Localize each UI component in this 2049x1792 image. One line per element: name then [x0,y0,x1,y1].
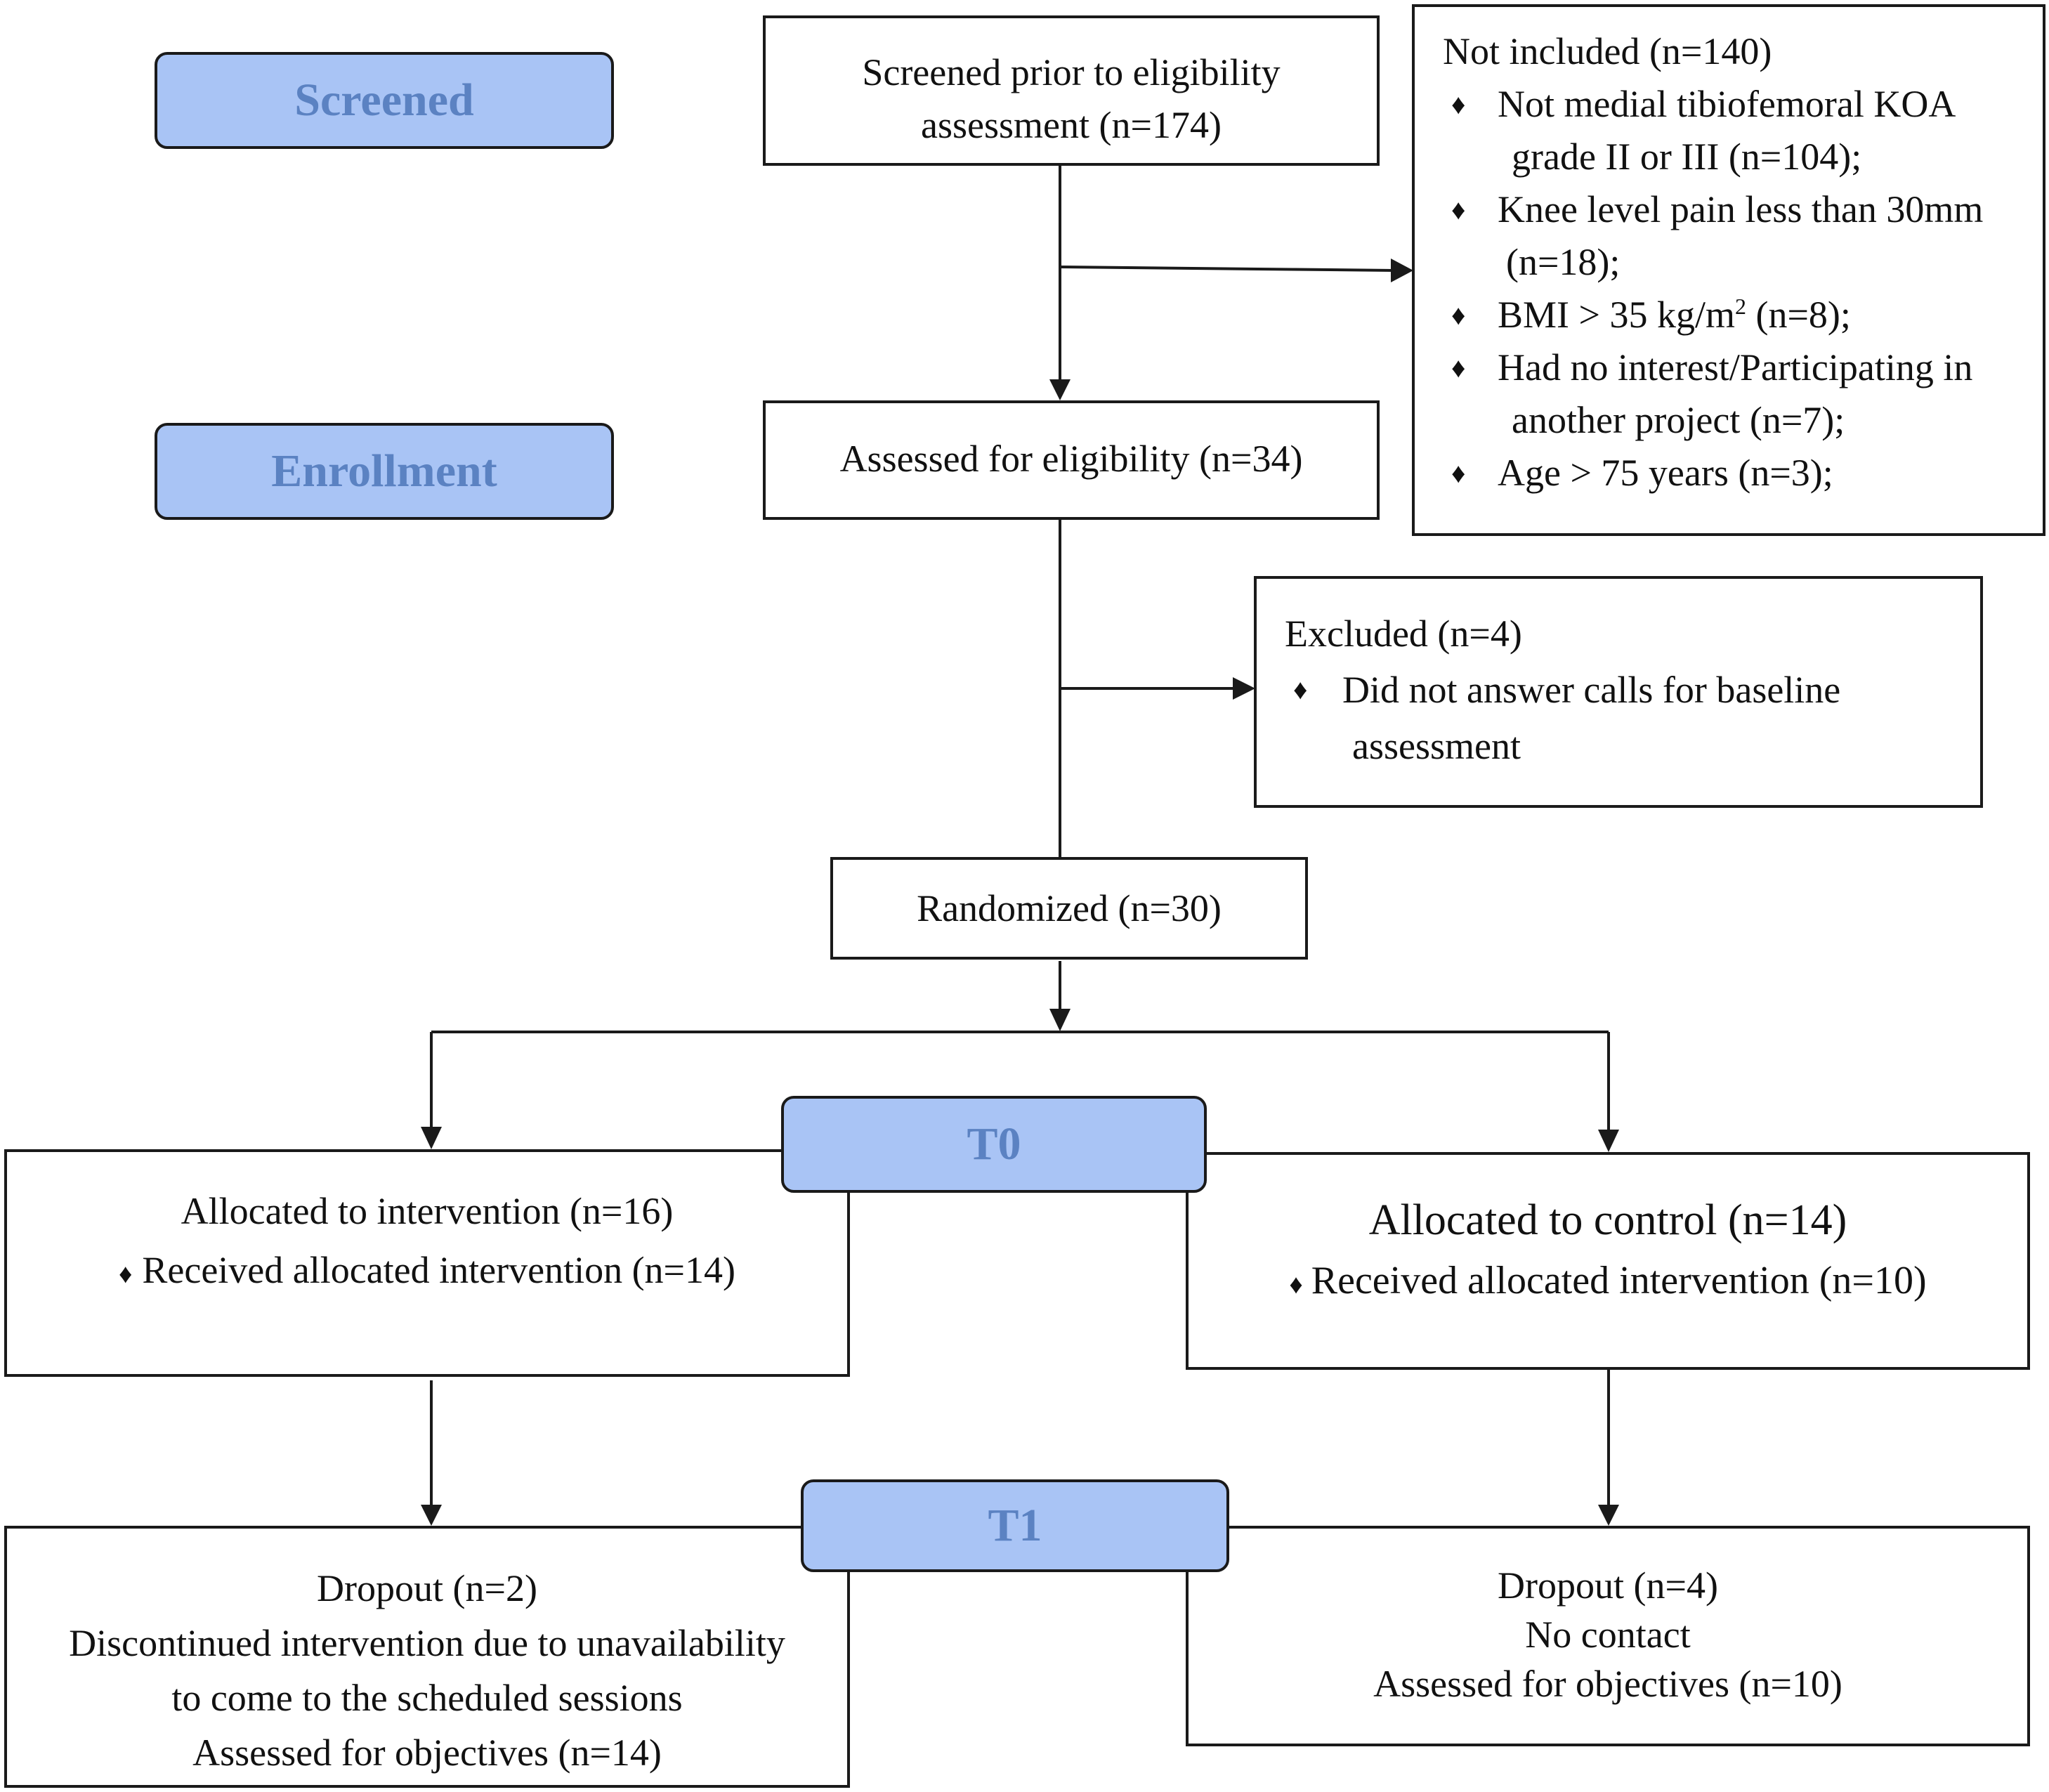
not-included-item: ♦ Knee level pain less than 30mm [1443,183,2022,236]
diamond-bullet-icon: ♦ [1451,194,1466,225]
not-included-item-line: BMI > 35 kg/m2 (n=8); [1498,289,2022,341]
excluded-item-line: assessment [1352,725,1521,767]
intervention-box: Allocated to intervention (n=16) ♦ Receiv… [4,1149,850,1377]
excluded-box: Excluded (n=4) ♦ Did not answer calls fo… [1254,576,1983,808]
diamond-bullet-icon: ♦ [1289,1270,1303,1300]
stage-label-t0: T0 [781,1096,1207,1193]
intervention-item-text: Received allocated intervention (n=14) [142,1249,735,1291]
not-included-box: Not included (n=140) ♦ Not medial tibiof… [1412,4,2045,536]
dropout-left-line3: to come to the scheduled sessions [171,1677,683,1719]
bmi-superscript: 2 [1734,294,1746,319]
dropout-left-box: Dropout (n=2) Discontinued intervention … [4,1526,850,1788]
not-included-item-line: Age > 75 years (n=3); [1498,452,1833,494]
dropout-left-line1: Dropout (n=2) [317,1567,537,1609]
not-included-item-line: Not medial tibiofemoral KOA [1498,83,1956,125]
not-included-item: ♦ Had no interest/Participating in [1443,341,2022,394]
diamond-bullet-icon: ♦ [1451,352,1466,384]
stage-label-enrollment: Enrollment [155,423,614,520]
arrowhead-assessed [1049,379,1071,400]
stage-label-screened: Screened [155,52,614,149]
control-box: Allocated to control (n=14) ♦ Received al… [1186,1152,2030,1370]
connector-not-included [1059,266,1395,272]
not-included-item: ♦ BMI > 35 kg/m2 (n=8); [1443,289,2022,341]
arrowhead-intervention [421,1127,442,1149]
dropout-right-box: Dropout (n=4) No contact Assessed for ob… [1186,1526,2030,1746]
not-included-item: ♦ Not medial tibiofemoral KOA [1443,78,2022,131]
dropout-right-line3: Assessed for objectives (n=10) [1373,1663,1842,1705]
not-included-item-line: Had no interest/Participating in [1498,346,1973,388]
not-included-item-line: grade II or III (n=104); [1512,136,1862,178]
screened-box: Screened prior to eligibility assessment… [763,15,1380,166]
arrowhead-control [1598,1130,1619,1152]
arrowhead-excluded [1233,677,1255,700]
control-title: Allocated to control (n=14) [1368,1196,1847,1244]
not-included-item-line: (n=18); [1506,241,1621,283]
arrowhead-dropout-right [1598,1505,1619,1526]
assessed-box: Assessed for eligibility (n=34) [763,400,1380,520]
diamond-bullet-icon: ♦ [1293,674,1308,705]
excluded-title: Excluded (n=4) [1285,613,1522,655]
dropout-right-line1: Dropout (n=4) [1498,1564,1718,1607]
screened-box-line1: Screened prior to eligibility [862,51,1281,93]
control-item-text: Received allocated intervention (n=10) [1311,1259,1927,1302]
not-included-title: Not included (n=140) [1443,30,1772,72]
bmi-count: (n=8); [1746,294,1851,336]
bmi-text: BMI > 35 kg/m [1498,294,1735,336]
diamond-bullet-icon: ♦ [1451,299,1466,331]
dropout-right-line2: No contact [1525,1614,1691,1656]
dropout-left-line2: Discontinued intervention due to unavail… [69,1622,785,1664]
excluded-item: ♦ Did not answer calls for baseline [1285,662,1959,718]
arrowhead-randomized-split [1049,1009,1071,1031]
screened-box-line2: assessment (n=174) [921,103,1222,146]
intervention-item: ♦ Received allocated intervention (n=14) [7,1241,847,1304]
diamond-bullet-icon: ♦ [118,1260,133,1289]
stage-label-t1: T1 [801,1479,1229,1572]
dropout-left-line4: Assessed for objectives (n=14) [192,1732,662,1774]
excluded-item-line: Did not answer calls for baseline [1342,669,1841,711]
diamond-bullet-icon: ♦ [1451,457,1466,489]
not-included-item-line: Knee level pain less than 30mm [1498,188,1984,230]
arrowhead-dropout-left [421,1505,442,1526]
diamond-bullet-icon: ♦ [1451,89,1466,120]
randomized-box: Randomized (n=30) [830,857,1308,960]
not-included-item-line: another project (n=7); [1512,399,1845,441]
arrowhead-not-included [1391,259,1413,282]
not-included-item: ♦ Age > 75 years (n=3); [1443,447,2022,499]
control-item: ♦ Received allocated intervention (n=10) [1189,1250,2027,1315]
intervention-title: Allocated to intervention (n=16) [181,1190,674,1232]
assessed-box-text: Assessed for eligibility (n=34) [839,438,1303,480]
randomized-box-text: Randomized (n=30) [917,887,1222,929]
